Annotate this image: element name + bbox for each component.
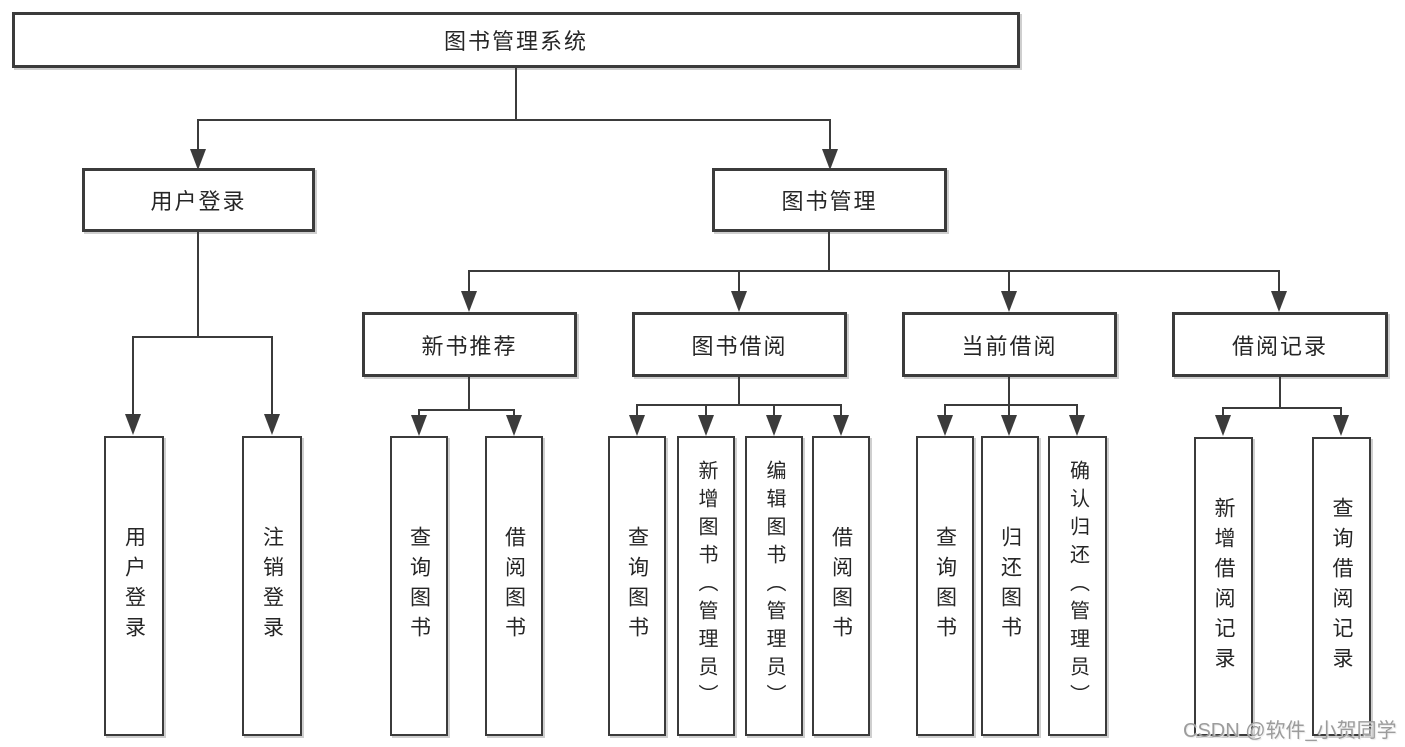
leaf-label: 确认归还（管理员） <box>1066 460 1089 712</box>
connector-line <box>944 404 946 417</box>
connector-line <box>738 270 740 293</box>
leaf-logout: 注销登录 <box>242 436 302 736</box>
connector-arrowhead <box>1001 415 1017 436</box>
node-book-management-module: 图书管理 <box>712 168 947 232</box>
connector-line <box>418 409 420 417</box>
node-label: 用户登录 <box>150 189 247 214</box>
connector-line <box>418 409 515 411</box>
leaf-user-login: 用户登录 <box>104 436 164 736</box>
connector-line <box>705 404 707 417</box>
leaf-label: 注销登录 <box>260 526 284 646</box>
connector-line <box>1008 377 1010 405</box>
connector-line <box>828 232 830 271</box>
connector-line <box>1279 377 1281 408</box>
connector-line <box>840 404 842 417</box>
connector-line <box>132 336 134 416</box>
leaf-borrow-books-recommend: 借阅图书 <box>485 436 543 736</box>
connector-arrowhead <box>937 415 953 436</box>
leaf-label: 编辑图书（管理员） <box>763 460 785 712</box>
connector-line <box>468 270 470 293</box>
node-label: 图书借阅 <box>691 333 788 359</box>
node-current-borrowing: 当前借阅 <box>902 312 1117 377</box>
leaf-label: 查询图书 <box>407 526 431 646</box>
leaf-label: 借阅图书 <box>829 526 853 646</box>
csdn-watermark: CSDN @软件_小贺同学 <box>1183 720 1397 742</box>
connector-arrowhead <box>766 415 782 436</box>
leaf-label: 归还图书 <box>998 526 1022 646</box>
connector-line <box>132 336 273 338</box>
leaf-label: 查询借阅记录 <box>1330 496 1353 677</box>
connector-arrowhead <box>264 414 280 435</box>
connector-arrowhead <box>1001 291 1017 312</box>
connector-arrowhead <box>1333 415 1349 436</box>
connector-arrowhead <box>698 415 714 436</box>
connector-line <box>468 270 1280 272</box>
leaf-query-borrow-record: 查询借阅记录 <box>1312 437 1371 736</box>
leaf-label: 新增图书（管理员） <box>695 460 717 712</box>
connector-line <box>271 336 273 416</box>
connector-line <box>1076 404 1078 417</box>
connector-line <box>197 119 831 121</box>
node-label: 借阅记录 <box>1231 333 1328 359</box>
node-label: 当前借阅 <box>961 333 1058 359</box>
connector-line <box>513 409 515 417</box>
connector-line <box>829 119 831 153</box>
connector-arrowhead <box>629 415 645 436</box>
connector-line <box>1222 407 1224 417</box>
connector-arrowhead <box>1069 415 1085 436</box>
connector-line <box>1008 404 1010 417</box>
node-label: 新书推荐 <box>421 333 518 359</box>
connector-line <box>1008 270 1010 293</box>
connector-line <box>636 404 638 417</box>
connector-arrowhead <box>833 415 849 436</box>
connector-arrowhead <box>125 414 141 435</box>
leaf-return-books: 归还图书 <box>981 436 1039 736</box>
node-label: 图书管理系统 <box>443 29 588 54</box>
connector-arrowhead <box>822 149 838 170</box>
connector-line <box>773 404 775 417</box>
leaf-label: 新增借阅记录 <box>1212 496 1235 677</box>
leaf-confirm-return-admin: 确认归还（管理员） <box>1048 436 1107 736</box>
connector-arrowhead <box>1271 291 1287 312</box>
connector-arrowhead <box>190 149 206 170</box>
connector-line <box>1278 270 1280 293</box>
connector-arrowhead <box>506 415 522 436</box>
node-borrowing-records: 借阅记录 <box>1172 312 1388 377</box>
node-user-login-module: 用户登录 <box>82 168 315 232</box>
connector-line <box>944 404 1078 406</box>
connector-line <box>1340 407 1342 417</box>
leaf-label: 查询图书 <box>625 526 649 646</box>
connector-line <box>515 68 517 120</box>
node-book-borrowing: 图书借阅 <box>632 312 847 377</box>
leaf-edit-books-admin: 编辑图书（管理员） <box>745 436 803 736</box>
connector-line <box>197 232 199 337</box>
connector-line <box>738 377 740 405</box>
leaf-query-books-current: 查询图书 <box>916 436 974 736</box>
node-new-book-recommendation: 新书推荐 <box>362 312 577 377</box>
connector-line <box>636 404 842 406</box>
leaf-add-borrow-record: 新增借阅记录 <box>1194 437 1253 736</box>
leaf-query-books-borrowing: 查询图书 <box>608 436 666 736</box>
connector-line <box>468 377 470 410</box>
node-library-management-system: 图书管理系统 <box>12 12 1020 68</box>
leaf-label: 查询图书 <box>933 526 957 646</box>
connector-arrowhead <box>411 415 427 436</box>
leaf-query-books-recommend: 查询图书 <box>390 436 448 736</box>
leaf-borrow-books: 借阅图书 <box>812 436 870 736</box>
connector-line <box>197 119 199 153</box>
leaf-add-books-admin: 新增图书（管理员） <box>677 436 735 736</box>
node-label: 图书管理 <box>781 189 878 214</box>
leaf-label: 用户登录 <box>122 526 146 646</box>
connector-arrowhead <box>1215 415 1231 436</box>
connector-arrowhead <box>461 291 477 312</box>
connector-arrowhead <box>731 291 747 312</box>
connector-line <box>1222 407 1342 409</box>
leaf-label: 借阅图书 <box>502 526 526 646</box>
